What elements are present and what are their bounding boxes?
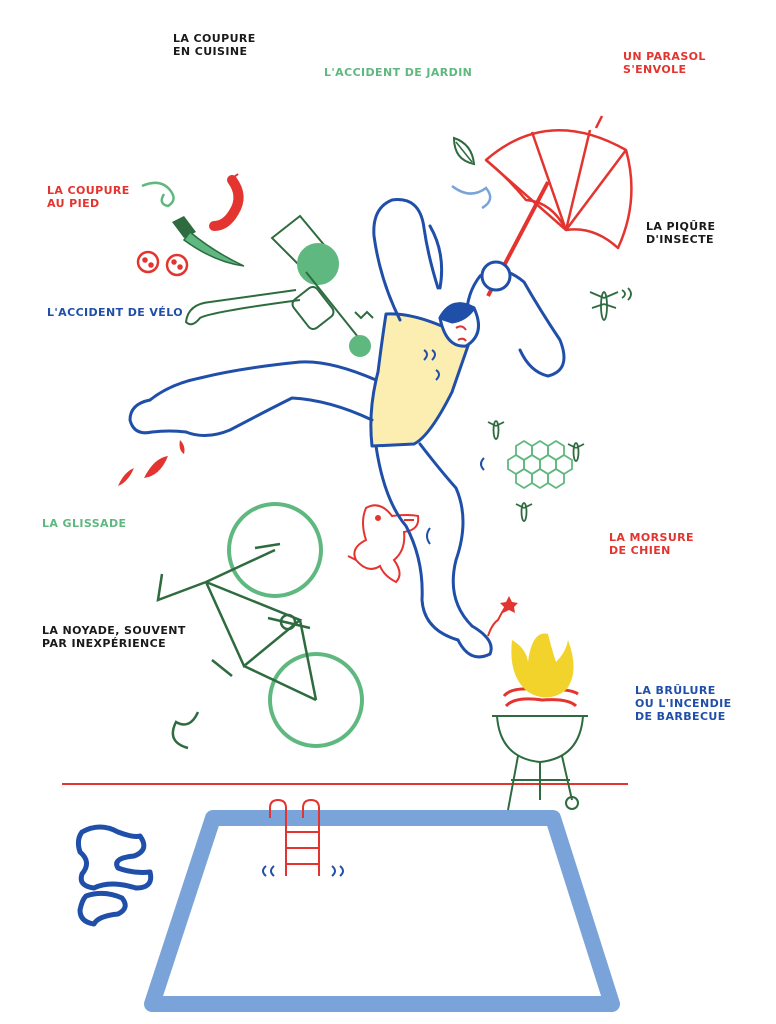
wasp-icon [487,420,505,440]
person-figure [128,198,566,659]
label-parasol: UN PARASOL S'ENVOLE [623,50,706,76]
leaf-icon [452,136,476,166]
label-line: DE CHIEN [609,544,671,557]
label-line: OU L'INCENDIE [635,697,732,710]
label-line: S'ENVOLE [623,63,687,76]
water-ripples-icon [262,865,344,877]
hedge-trimmer-icon [184,214,374,357]
squiggle-icon [480,457,485,471]
face-icon [455,325,467,342]
label-garden-accident: L'ACCIDENT DE JARDIN [324,66,472,79]
squiggle-icon [426,527,431,545]
wasp-icon [567,442,585,462]
label-line: DE BARBECUE [635,710,726,723]
label-slip: LA GLISSADE [42,517,126,530]
honeycomb-icon [507,439,573,490]
blood-drops-icon [118,440,185,486]
label-line: LA PIQÛRE [646,220,716,233]
label-line: LA NOYADE, SOUVENT [42,624,186,637]
label-line: LA MORSURE [609,531,694,544]
label-dog-bite: LA MORSURE DE CHIEN [609,531,694,557]
label-foot-cut: LA COUPURE AU PIED [47,184,130,210]
label-line: UN PARASOL [623,50,706,63]
label-line: EN CUISINE [173,45,248,58]
pool-icon [144,798,620,1012]
tomato-slices-icon [136,250,189,277]
label-line: LA BRÛLURE [635,684,716,697]
barbecue-icon [492,715,588,811]
label-kitchen-cut: LA COUPURE EN CUISINE [173,32,256,58]
label-bbq-burn: LA BRÛLURE OU L'INCENDIE DE BARBECUE [635,684,732,723]
spark-icon [487,596,518,637]
label-line: LA COUPURE [173,32,256,45]
bicycle-icon [156,502,364,748]
swirl-icon [171,711,200,750]
label-drowning: LA NOYADE, SOUVENT PAR INEXPÉRIENCE [42,624,186,650]
label-line: L'ACCIDENT DE VÉLO [47,306,183,319]
splash-icon [75,824,154,927]
sausage-icon [209,173,244,231]
label-line: PAR INEXPÉRIENCE [42,637,167,650]
ladder-icon [269,798,320,876]
label-line: D'INSECTE [646,233,714,246]
wasp-icon [515,502,533,522]
label-line: AU PIED [47,197,100,210]
wasp-icon [589,287,632,321]
flame-icon [511,633,574,698]
label-bike-accident: L'ACCIDENT DE VÉLO [47,306,183,319]
dog-icon [347,504,420,584]
label-line: LA GLISSADE [42,517,127,530]
label-line: L'ACCIDENT DE JARDIN [324,66,473,79]
label-line: LA COUPURE [47,184,130,197]
knife-icon [172,216,245,267]
wind-swirl-icon [451,184,492,210]
navel-icon [423,349,440,381]
herb-swirl-icon [141,181,175,208]
label-insect-sting: LA PIQÛRE D'INSECTE [646,220,715,246]
